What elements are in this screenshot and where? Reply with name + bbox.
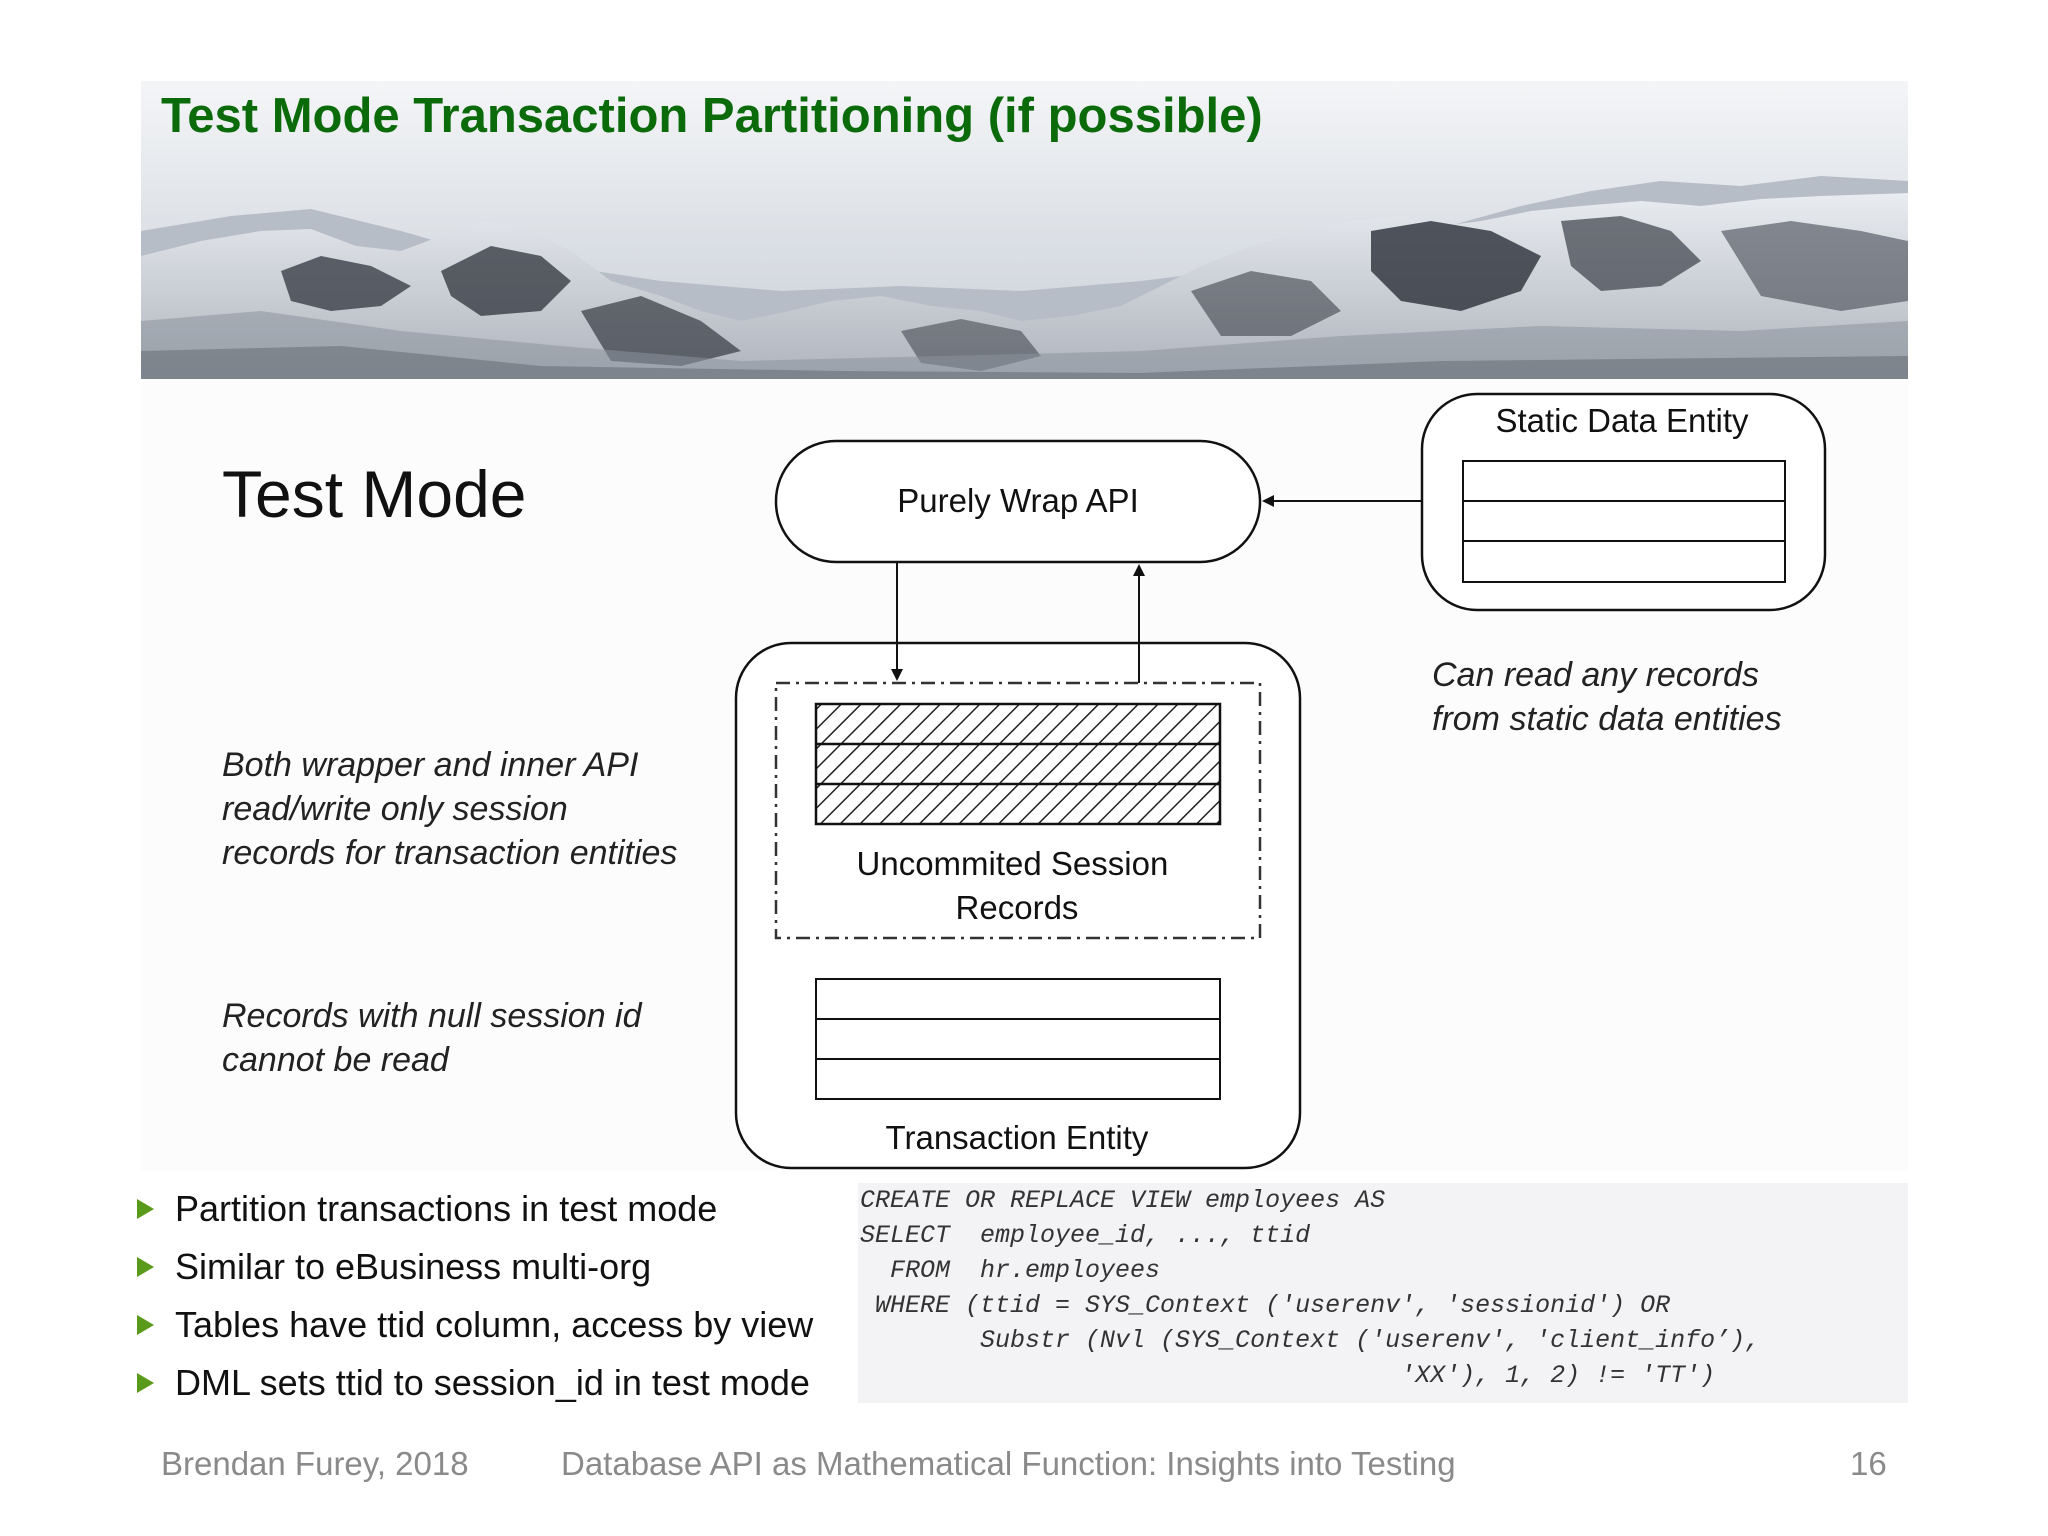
bullet-text: Partition transactions in test mode: [175, 1188, 717, 1229]
bullet-triangle-icon: [137, 1315, 154, 1335]
null-session-note: Records with null session id cannot be r…: [222, 997, 651, 1079]
bullet-triangle-icon: [137, 1373, 154, 1393]
bullet-text: Similar to eBusiness multi-org: [175, 1246, 651, 1287]
slide-title: Test Mode Transaction Partitioning (if p…: [161, 88, 1263, 144]
bullet-item: Similar to eBusiness multi-org: [135, 1238, 813, 1296]
test-mode-heading: Test Mode: [222, 457, 526, 531]
bullet-text: DML sets ttid to session_id in test mode: [175, 1362, 810, 1403]
static-data-table: [1463, 461, 1785, 582]
static-data-entity-label: Static Data Entity: [1495, 402, 1749, 439]
bullet-item: DML sets ttid to session_id in test mode: [135, 1354, 813, 1412]
static-note: Can read any records from static data en…: [1432, 656, 1782, 738]
static-note-line-2: from static data entities: [1432, 700, 1782, 738]
static-note-line-1: Can read any records: [1432, 656, 1759, 694]
bullet-text: Tables have ttid column, access by view: [175, 1304, 813, 1345]
architecture-diagram: Test Mode Purely Wrap API Static Data En…: [0, 380, 2048, 1170]
session-note: Both wrapper and inner API read/write on…: [222, 746, 677, 872]
code-line: WHERE (ttid = SYS_Context ('userenv', 's…: [858, 1288, 1908, 1323]
bullet-list: Partition transactions in test mode Simi…: [135, 1180, 813, 1412]
session-note-line-3: records for transaction entities: [222, 834, 677, 872]
bullet-item: Tables have ttid column, access by view: [135, 1296, 813, 1354]
bullet-triangle-icon: [137, 1199, 154, 1219]
footer-page-number: 16: [1850, 1445, 1887, 1483]
session-records-table: [816, 704, 1220, 824]
transaction-entity-table: [816, 979, 1220, 1099]
code-line: FROM hr.employees: [858, 1253, 1908, 1288]
transaction-entity-label: Transaction Entity: [886, 1119, 1149, 1156]
wrap-api-label: Purely Wrap API: [897, 482, 1139, 519]
code-line: Substr (Nvl (SYS_Context ('userenv', 'cl…: [858, 1323, 1908, 1358]
sql-code-block: CREATE OR REPLACE VIEW employees AS SELE…: [858, 1183, 1908, 1403]
session-records-label-line-1: Uncommited Session: [857, 845, 1169, 882]
bullet-triangle-icon: [137, 1257, 154, 1277]
code-line: CREATE OR REPLACE VIEW employees AS: [858, 1183, 1908, 1218]
session-note-line-1: Both wrapper and inner API: [222, 746, 639, 784]
footer-talk-title: Database API as Mathematical Function: I…: [561, 1445, 1456, 1483]
footer-author: Brendan Furey, 2018: [161, 1445, 469, 1483]
code-line: SELECT employee_id, ..., ttid: [858, 1218, 1908, 1253]
null-session-note-line-2: cannot be read: [222, 1041, 450, 1079]
bullet-item: Partition transactions in test mode: [135, 1180, 813, 1238]
session-note-line-2: read/write only session: [222, 790, 568, 828]
session-records-label-line-2: Records: [956, 889, 1079, 926]
null-session-note-line-1: Records with null session id: [222, 997, 643, 1035]
code-line: 'XX'), 1, 2) != 'TT'): [858, 1358, 1908, 1393]
